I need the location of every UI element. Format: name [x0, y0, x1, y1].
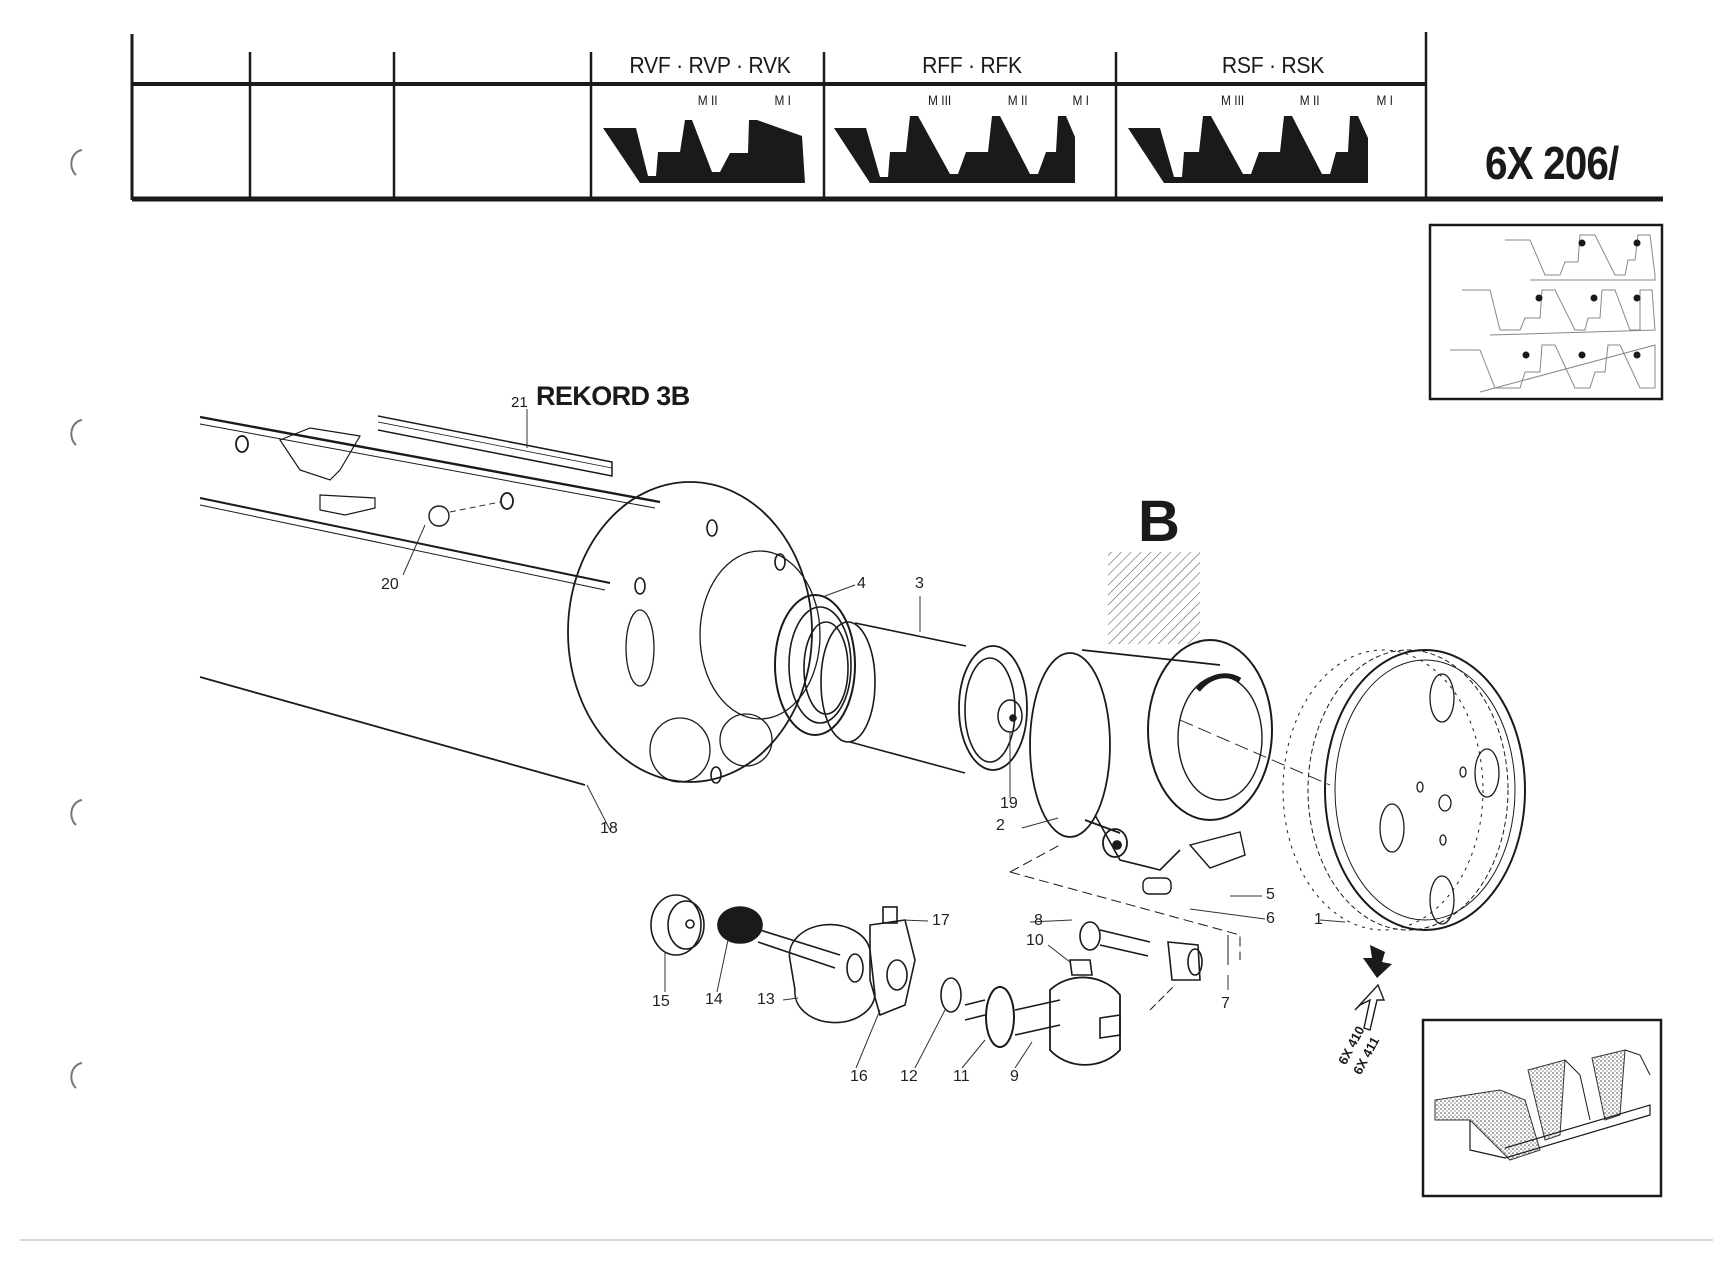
callout-18: 18 [600, 820, 618, 837]
callout-20: 20 [381, 576, 399, 593]
page-number: 6X 206/ [1485, 137, 1619, 189]
bearing-part-4 [774, 594, 856, 736]
callout-5: 5 [1266, 886, 1275, 903]
callout-2: 2 [996, 817, 1005, 834]
thumbnail-gear-stages [1428, 223, 1664, 401]
gear-label: M II [1299, 92, 1320, 108]
gear-label: M III [928, 92, 952, 108]
callout-7: 7 [1221, 995, 1230, 1012]
callout-12: 12 [900, 1068, 918, 1085]
rail-part-21 [377, 415, 613, 477]
callout-19: 19 [1000, 795, 1018, 812]
model-part-number: 21 [511, 394, 528, 411]
group-title-rff: RFF · RFK [922, 52, 1022, 78]
callout-4: 4 [857, 575, 866, 592]
callout-8: 8 [1034, 912, 1043, 929]
gear-profile-rsf [1128, 116, 1368, 183]
gear-label: M II [697, 92, 718, 108]
leader-lines [402, 409, 1346, 1069]
group-title-rvf: RVF · RVP · RVK [629, 52, 791, 78]
gear-label: M I [774, 92, 791, 108]
gear-label: M I [1376, 92, 1393, 108]
callout-10: 10 [1026, 932, 1044, 949]
gear-profile-rff [834, 116, 1075, 183]
callout-11: 11 [953, 1068, 970, 1085]
gear-part-1 [1282, 649, 1526, 1031]
gear-profile-rvf [603, 120, 805, 183]
callout-14: 14 [705, 991, 723, 1008]
gear-label: M I [1072, 92, 1089, 108]
callout-9: 9 [1010, 1068, 1019, 1085]
section-label: B [1138, 489, 1180, 554]
gear-label: M III [1221, 92, 1245, 108]
callout-13: 13 [757, 991, 775, 1008]
sleeve-part-3 [820, 621, 1028, 774]
callout-15: 15 [652, 993, 670, 1010]
group-title-rsf: RSF · RSK [1221, 52, 1325, 78]
callout-3: 3 [915, 575, 924, 592]
model-name: REKORD 3B [536, 381, 690, 411]
housing-part-2 [1009, 639, 1331, 960]
callout-1: 1 [1314, 911, 1323, 928]
roller-part-18 [199, 415, 821, 786]
callout-17: 17 [932, 912, 950, 929]
frame-section-hatch [1108, 552, 1200, 644]
small-parts [650, 894, 1229, 1066]
gear-label: M II [1007, 92, 1028, 108]
callout-16: 16 [850, 1068, 868, 1085]
header-table [130, 32, 1663, 202]
callout-6: 6 [1266, 910, 1275, 927]
thumbnail-stage-detail [1421, 1018, 1663, 1198]
binder-holes [70, 149, 83, 1089]
